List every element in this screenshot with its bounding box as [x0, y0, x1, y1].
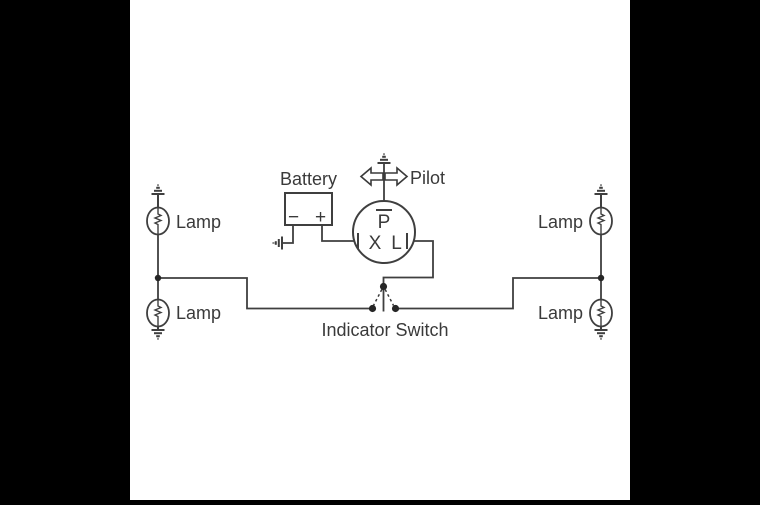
- indicator-switch: [368, 282, 400, 313]
- switch-left-contact: [368, 304, 377, 313]
- filament-icon: [596, 299, 606, 327]
- switch-right-contact: [391, 304, 400, 313]
- lamp-bottom-left-icon: [146, 298, 170, 340]
- ground-icon: [594, 326, 608, 340]
- lamp-top-right-label: Lamp: [538, 212, 583, 232]
- circuit-diagram: P X L − + Battery Pilot Lamp: [146, 153, 613, 340]
- junction-dot: [597, 274, 605, 282]
- ground-icon: [151, 326, 165, 340]
- wire: [158, 277, 372, 310]
- switch-common-contact: [379, 282, 388, 291]
- battery-box: [284, 192, 333, 226]
- terminal-l-label: L: [391, 233, 402, 254]
- wire: [382, 240, 434, 284]
- pilot-arrows-icon: [359, 166, 409, 187]
- flasher-terminals: [357, 209, 408, 249]
- lamp-bottom-left-label: Lamp: [176, 303, 221, 323]
- battery-label: Battery: [280, 169, 337, 189]
- lamp-bottom-right-label: Lamp: [538, 303, 583, 323]
- right-arrow-icon: [384, 166, 409, 187]
- diagram-panel: P X L − + Battery Pilot Lamp: [130, 0, 630, 500]
- junction-dot: [154, 274, 162, 282]
- wire: [282, 225, 294, 244]
- pilot-label: Pilot: [410, 168, 445, 188]
- battery-ground-icon: [272, 236, 283, 250]
- flasher-relay-body: [352, 200, 416, 264]
- ground-icon: [594, 184, 608, 208]
- lamp-bottom-right-icon: [589, 298, 613, 340]
- left-arrow-icon: [359, 166, 384, 187]
- terminal-x-label: X: [369, 233, 382, 254]
- battery-positive-sign: +: [315, 207, 326, 228]
- filament-icon: [596, 207, 606, 235]
- ground-icon: [151, 184, 165, 208]
- lamp-top-left-label: Lamp: [176, 212, 221, 232]
- wire: [396, 277, 601, 310]
- wire: [321, 225, 358, 242]
- filament-icon: [153, 299, 163, 327]
- lamp-top-left-icon: [146, 184, 170, 236]
- indicator-switch-label: Indicator Switch: [321, 320, 448, 340]
- filament-icon: [153, 207, 163, 235]
- pilot-ground-icon: [377, 153, 391, 164]
- terminal-p-label: P: [378, 212, 391, 233]
- battery-negative-sign: −: [288, 207, 299, 228]
- lamp-top-right-icon: [589, 184, 613, 236]
- wires: [157, 163, 602, 310]
